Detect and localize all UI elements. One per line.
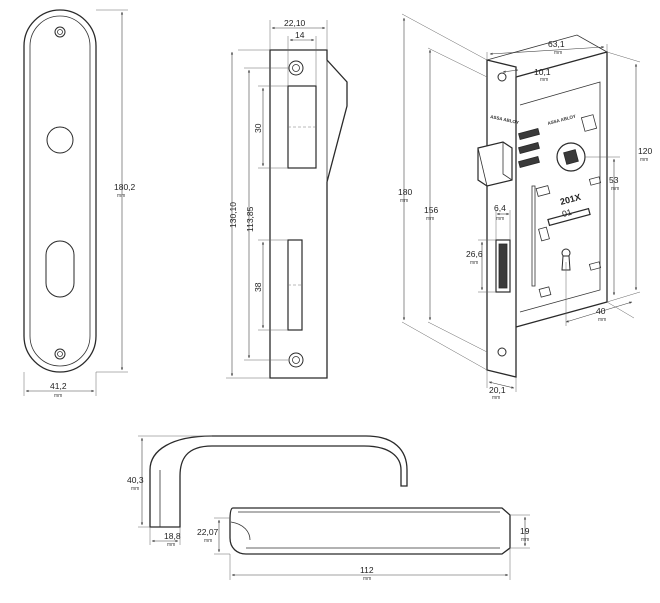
svg-text:mm: mm xyxy=(204,538,212,544)
svg-text:mm: mm xyxy=(470,260,478,266)
lock-faceplate-width-dimension: 20,1 mm xyxy=(486,370,517,401)
strike-inner-height-label: 113,85 xyxy=(245,206,255,232)
strike-latch-slot xyxy=(287,85,317,169)
face-height-label: 156 xyxy=(424,205,438,215)
latch-bolt xyxy=(477,141,513,187)
svg-text:mm: mm xyxy=(131,486,139,492)
svg-text:mm: mm xyxy=(426,216,434,222)
handle-thickness-dimension: 19 mm xyxy=(510,514,530,549)
handle-neck-label: 18,8 xyxy=(164,531,181,541)
faceplate-height-label: 180 xyxy=(398,187,412,197)
escutcheon-top-screw-hole xyxy=(54,26,66,38)
escutcheon-width-dimension: 41,2 mm xyxy=(23,372,97,399)
svg-text:mm: mm xyxy=(363,576,371,582)
faceplate-top-screw xyxy=(497,72,507,82)
handle-grip-diameter-label: 22,07 xyxy=(197,527,219,537)
escutcheon-bottom-screw-hole xyxy=(54,348,66,360)
faceplate-offset-label: 10,1 xyxy=(534,67,551,77)
handle-top-view xyxy=(229,507,511,555)
strike-width-dimensions: 22,10 14 xyxy=(269,18,328,86)
svg-text:mm: mm xyxy=(167,542,175,548)
dead-bolt xyxy=(498,243,508,289)
svg-text:mm: mm xyxy=(496,216,504,222)
cylinder-height-label: 26,6 xyxy=(466,249,483,259)
svg-text:mm: mm xyxy=(540,77,548,83)
svg-text:mm: mm xyxy=(640,157,648,163)
svg-text:mm: mm xyxy=(521,537,529,543)
escutcheon-width-label: 41,2 xyxy=(50,381,67,391)
escutcheon-keyhole xyxy=(45,240,75,298)
faceplate-bottom-screw xyxy=(497,347,507,357)
variant-label: 01 xyxy=(561,207,573,219)
svg-text:mm: mm xyxy=(54,393,62,399)
strike-upper-slot-label: 30 xyxy=(253,123,263,133)
handle-thickness-label: 19 xyxy=(520,526,530,536)
strike-inner-width-label: 14 xyxy=(295,30,305,40)
svg-text:mm: mm xyxy=(611,186,619,192)
strike-top-screw-hole xyxy=(288,60,304,76)
lock-depth-dimensions: 63,1 mm 10,1 mm xyxy=(486,39,608,83)
strike-height-dimensions: 130,10 113,85 30 38 xyxy=(226,49,288,379)
lock-backset-dimension: 40 mm xyxy=(565,262,635,326)
strike-plate xyxy=(269,49,348,379)
cylinder-slot xyxy=(547,207,591,227)
handle-height-dimension: 40,3 mm xyxy=(127,435,212,528)
cylinder-width-label: 6,4 xyxy=(494,203,506,213)
spindle-to-bottom-label: 53 xyxy=(609,175,619,185)
handle-grip-diameter-dimension: 22,07 mm xyxy=(197,517,230,555)
handle-side-view xyxy=(149,435,408,528)
svg-text:mm: mm xyxy=(400,198,408,204)
handle-length-dimension: 112 mm xyxy=(229,548,511,582)
escutcheon-spindle-hole xyxy=(46,126,74,154)
case-height-label: 120 xyxy=(638,146,652,156)
strike-overall-width-label: 22,10 xyxy=(284,18,306,28)
escutcheon-height-label: 180,2 xyxy=(114,182,136,192)
strike-bottom-screw-hole xyxy=(288,352,304,368)
strike-lower-slot-label: 38 xyxy=(253,282,263,292)
escutcheon-plate xyxy=(23,9,97,373)
strike-outer-height-label: 130,10 xyxy=(228,202,238,228)
svg-text:mm: mm xyxy=(598,317,606,323)
brand-front-label: ASSA ABLOY xyxy=(547,114,576,126)
svg-text:mm: mm xyxy=(117,193,125,199)
lock-left-dimensions: 180 mm 156 mm xyxy=(398,13,488,371)
model-label: 201X xyxy=(559,192,582,207)
svg-text:mm: mm xyxy=(554,50,562,56)
faceplate-width-label: 20,1 xyxy=(489,385,506,395)
handle-length-label: 112 xyxy=(360,565,374,575)
svg-text:mm: mm xyxy=(492,395,500,401)
brand-side-label: ASSA ABLOY xyxy=(490,114,520,125)
escutcheon-height-dimension: 180,2 mm xyxy=(96,9,136,373)
lock-right-dimensions: 120 mm 53 mm xyxy=(585,51,652,303)
lock-cylinder-dimensions: 6,4 mm 26,6 mm xyxy=(466,203,511,293)
handle-neck-dimension: 18,8 mm xyxy=(149,527,181,548)
backset-label: 40 xyxy=(596,306,606,316)
lock-depth-label: 63,1 xyxy=(548,39,565,49)
handle-height-label: 40,3 xyxy=(127,475,144,485)
